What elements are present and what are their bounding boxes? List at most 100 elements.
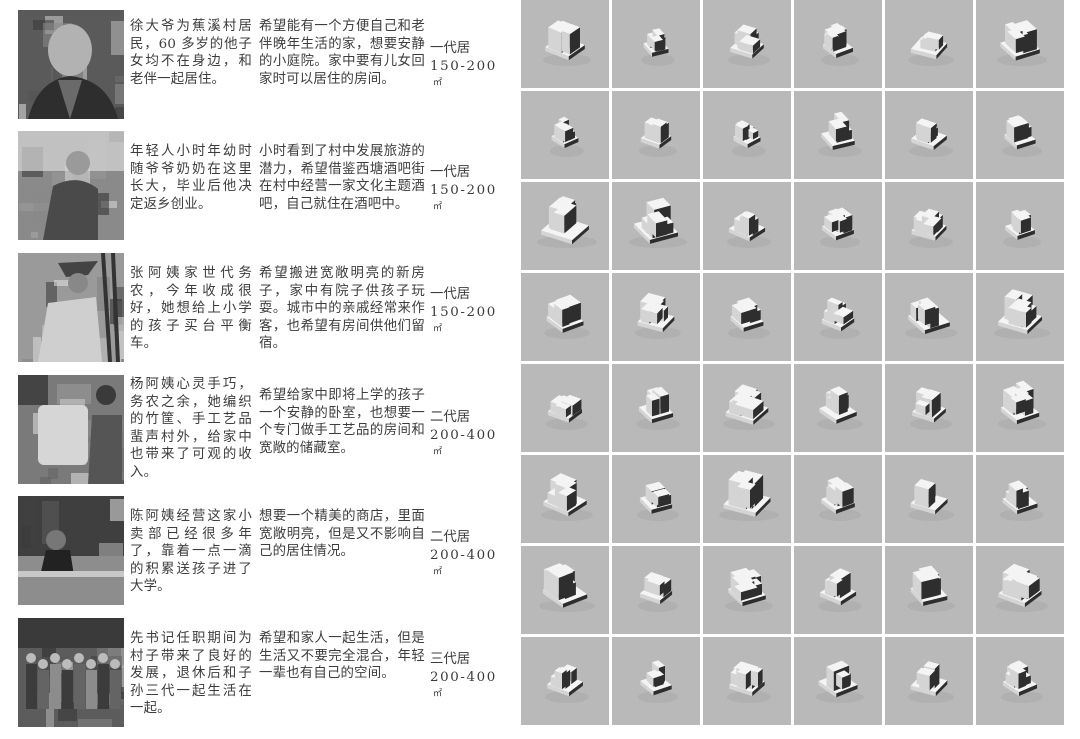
model-cell-r2-c2 — [612, 91, 700, 179]
building-model-grid — [521, 0, 1067, 726]
building-massing-model-icon — [719, 470, 779, 521]
model-cell-r7-c2 — [612, 546, 700, 634]
household-type: 一代居 150-200 ㎡ — [430, 40, 510, 90]
household-type-label: 一代居 — [430, 41, 471, 56]
model-cell-r3-c3 — [703, 182, 791, 270]
building-massing-model-icon — [641, 28, 675, 66]
resident-photo-farmer-woman-in-field — [18, 253, 124, 362]
household-type-label: 一代居 — [430, 287, 471, 302]
area-range: 200-400 — [430, 428, 497, 443]
building-massing-model-icon — [544, 294, 590, 339]
building-massing-model-icon — [1002, 115, 1042, 157]
area-unit: ㎡ — [433, 324, 443, 334]
model-cell-r8-c1 — [521, 637, 609, 725]
model-cell-r3-c1 — [521, 182, 609, 270]
model-cell-r4-c5 — [885, 273, 973, 361]
model-cell-r2-c4 — [794, 91, 882, 179]
building-massing-model-icon — [638, 660, 678, 703]
building-massing-model-icon — [545, 664, 589, 703]
model-cell-r3-c2 — [612, 182, 700, 270]
model-cell-r7-c5 — [885, 546, 973, 634]
resident-description: 徐大爷为蕉溪村居民，60 多岁的他子女均不在身边，和老伴一起居住。 — [130, 19, 252, 87]
building-massing-model-icon — [546, 394, 588, 430]
building-massing-model-icon — [821, 23, 859, 66]
building-massing-model-icon — [728, 297, 770, 339]
model-cell-r3-c5 — [885, 182, 973, 270]
resident-wish: 希望能有一个方便自己和老伴晚年生活的家，想要安静的小庭院。家中要有儿女回家时可以… — [259, 19, 425, 87]
resident-photo-elderly-man-portrait — [18, 10, 124, 119]
model-cell-r3-c4 — [794, 182, 882, 270]
model-cell-r2-c1 — [521, 91, 609, 179]
model-cell-r7-c3 — [703, 546, 791, 634]
resident-wish: 想要一个精美的商店，里面宽敞明亮，但是又不影响自己的居住情况。 — [259, 509, 425, 560]
model-cell-r6-c3 — [703, 455, 791, 543]
building-massing-model-icon — [905, 297, 957, 339]
model-cell-r5-c1 — [521, 364, 609, 452]
building-massing-model-icon — [629, 197, 687, 248]
building-massing-model-icon — [732, 120, 766, 157]
model-cell-r7-c6 — [976, 546, 1064, 634]
model-cell-r3-c6 — [976, 182, 1064, 270]
model-cell-r8-c3 — [703, 637, 791, 725]
building-massing-model-icon — [996, 563, 1048, 612]
resident-photo-shopkeeper-woman — [18, 496, 124, 605]
area-range: 200-400 — [430, 670, 497, 685]
building-massing-model-icon — [723, 384, 775, 430]
model-cell-r4-c1 — [521, 273, 609, 361]
area-unit: ㎡ — [433, 447, 443, 457]
model-cell-r6-c5 — [885, 455, 973, 543]
area-unit: ㎡ — [433, 78, 443, 88]
model-cell-r1-c4 — [794, 0, 882, 88]
household-type: 一代居 150-200 ㎡ — [430, 286, 510, 336]
model-cell-r1-c3 — [703, 0, 791, 88]
building-massing-model-icon — [727, 661, 771, 703]
resident-description: 陈阿姨经营这家小卖部已经很多年了，靠着一点一滴的积累送孩子进了大学。 — [130, 509, 252, 595]
building-massing-model-icon — [908, 661, 954, 703]
model-cell-r8-c2 — [612, 637, 700, 725]
building-massing-model-icon — [908, 31, 954, 66]
model-cell-r2-c6 — [976, 91, 1064, 179]
building-massing-model-icon — [909, 118, 953, 157]
resident-row-6: 先书记任职期间为村子带来了良好的发展，退休后和子孙三代一起生活在一起。 希望和家… — [0, 618, 515, 739]
model-cell-r2-c3 — [703, 91, 791, 179]
resident-profiles: 徐大爷为蕉溪村居民，60 多岁的他子女均不在身边，和老伴一起居住。 希望能有一个… — [0, 0, 515, 736]
building-massing-model-icon — [818, 111, 862, 157]
building-massing-model-icon — [537, 196, 597, 248]
building-massing-model-icon — [635, 292, 681, 339]
resident-description: 年轻人小时年幼时随爷爷奶奶在这里长大，毕业后他决定返乡创业。 — [130, 144, 252, 212]
building-massing-model-icon — [1001, 660, 1043, 703]
building-massing-model-icon — [998, 380, 1046, 430]
building-massing-model-icon — [638, 572, 678, 612]
model-cell-r8-c5 — [885, 637, 973, 725]
building-massing-model-icon — [817, 386, 863, 430]
household-type-label: 二代居 — [430, 530, 471, 545]
building-massing-model-icon — [818, 568, 862, 612]
resident-wish: 希望搬进宽敞明亮的新房子，家中有院子供孩子玩耍。城市中的亲戚经常来作客，也希望有… — [259, 266, 425, 352]
resident-row-4: 杨阿姨心灵手巧，务农之余，她编织的竹筐、手工艺品蜚声村外，给家中也带来了可观的收… — [0, 375, 515, 496]
area-unit: ㎡ — [433, 567, 443, 577]
resident-description: 先书记任职期间为村子带来了良好的发展，退休后和子孙三代一起生活在一起。 — [130, 631, 252, 717]
building-massing-model-icon — [909, 208, 953, 248]
building-massing-model-icon — [727, 211, 771, 248]
building-massing-model-icon — [908, 479, 954, 521]
building-massing-model-icon — [639, 117, 677, 157]
resident-row-2: 年轻人小时年幼时随爷爷奶奶在这里长大，毕业后他决定返乡创业。 小时看到了村中发展… — [0, 131, 515, 252]
resident-wish: 小时看到了村中发展旅游的潜力，希望借鉴西塘酒吧街在村中经营一家文化主题酒吧，自己… — [259, 144, 425, 212]
model-cell-r5-c5 — [885, 364, 973, 452]
household-type: 一代居 150-200 ㎡ — [430, 164, 510, 214]
model-cell-r8-c6 — [976, 637, 1064, 725]
model-cell-r5-c3 — [703, 364, 791, 452]
area-unit: ㎡ — [433, 689, 443, 699]
resident-row-3: 张阿姨家世代务农，今年收成很好，她想给上小学的孩子买台平衡车。 希望搬进宽敞明亮… — [0, 253, 515, 374]
model-cell-r4-c3 — [703, 273, 791, 361]
model-cell-r7-c4 — [794, 546, 882, 634]
area-range: 150-200 — [430, 59, 497, 74]
resident-row-5: 陈阿姨经营这家小卖部已经很多年了，靠着一点一滴的积累送孩子进了大学。 想要一个精… — [0, 496, 515, 617]
model-cell-r4-c4 — [794, 273, 882, 361]
model-cell-r4-c2 — [612, 273, 700, 361]
model-cell-r1-c5 — [885, 0, 973, 88]
model-cell-r5-c2 — [612, 364, 700, 452]
area-range: 150-200 — [430, 305, 497, 320]
building-massing-model-icon — [820, 297, 860, 339]
building-massing-model-icon — [637, 481, 679, 521]
